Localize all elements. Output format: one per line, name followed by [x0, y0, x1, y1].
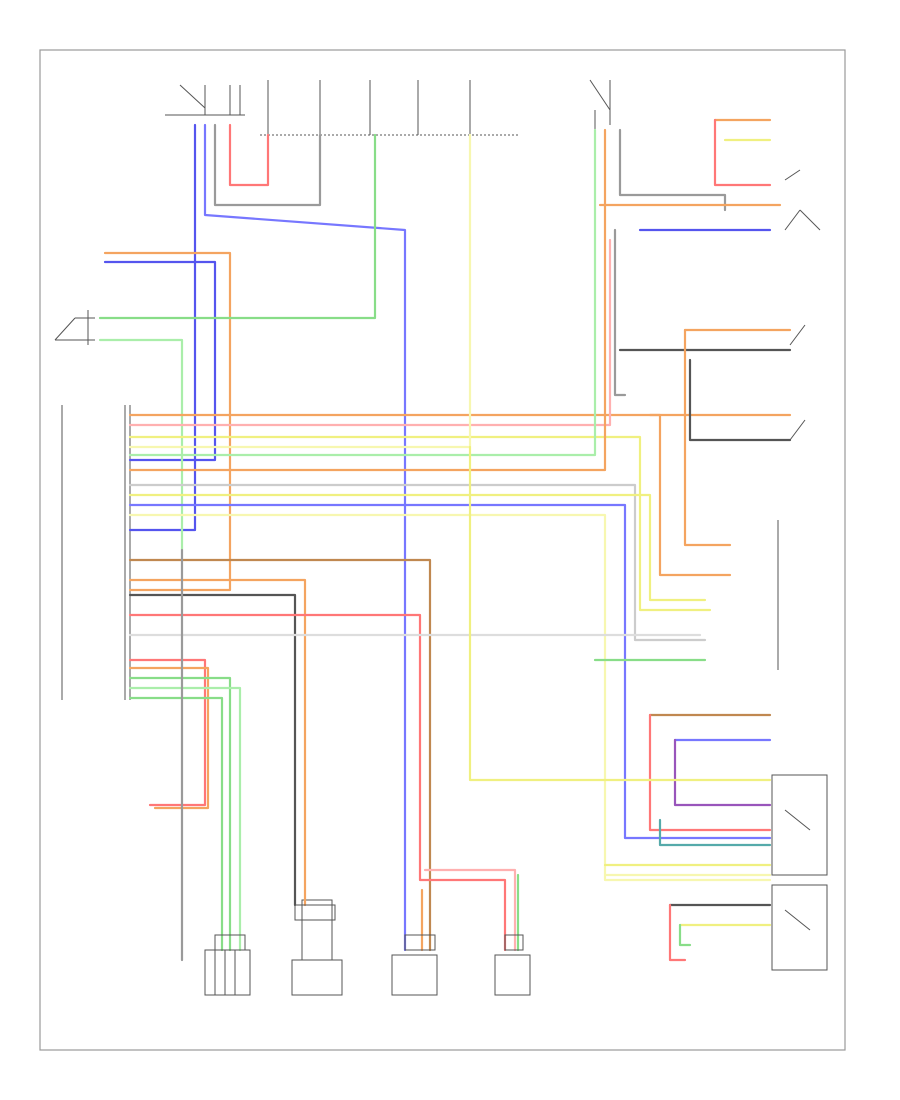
fuse-block [260, 80, 520, 136]
wire-green-sol [678, 923, 692, 947]
wire-yellow-sol [468, 445, 772, 782]
wire-darkgray-right [688, 358, 792, 442]
brake-light-switch [54, 310, 95, 345]
wire-blue-h [128, 503, 772, 840]
wire-orange-h2 [128, 128, 607, 472]
wire-brown-h [128, 558, 432, 952]
wire-teal-sol [658, 818, 772, 847]
brake-switch-right [784, 169, 821, 231]
wire-pink-h [128, 238, 612, 427]
wire-gray-h [128, 483, 707, 642]
wire-gray-ign [213, 123, 322, 207]
cruise-switch-right [789, 324, 806, 441]
wire-orange-left [103, 251, 232, 592]
wire-darkgray-h [128, 593, 297, 907]
pressure-control-solenoid [291, 899, 343, 996]
transmission-control-module [61, 405, 131, 700]
wire-yellow-h3 [128, 493, 707, 602]
wire-orange-right3 [683, 328, 732, 547]
wire-red-right [713, 118, 772, 187]
ignition-switch [165, 84, 245, 116]
wire-lightgreen-brake [98, 338, 184, 552]
cruise-control-module [494, 954, 531, 996]
wire-blue-left [103, 260, 217, 462]
wire-gray-od [618, 128, 727, 212]
shift-solenoids-assembly [771, 774, 828, 971]
wire-green-h [128, 128, 597, 457]
wire-pink-cruise [423, 868, 517, 952]
wire-green-vss1 [128, 676, 232, 952]
wire-purple-sol [673, 738, 772, 807]
wire-yellow-h1 [128, 435, 712, 612]
wire-red-sol2 [668, 903, 687, 962]
wire-orange-h3 [128, 578, 307, 907]
wire-blue-2 [203, 123, 407, 952]
vehicle-speed-sensor [204, 949, 251, 996]
wire-blue-main [128, 123, 197, 532]
wires [98, 118, 792, 962]
overdrive-switch [589, 79, 611, 130]
wire-gray-right2 [613, 228, 627, 397]
engine-control-module [391, 954, 438, 996]
wire-red-sol [648, 713, 772, 832]
wire-lightyellow-h [128, 513, 772, 882]
wire-green-brake [98, 133, 377, 320]
wire-orange-h1 [128, 413, 732, 577]
diagram-frame [39, 49, 846, 1051]
wire-red-vss [128, 658, 207, 807]
wire-red-h [128, 613, 507, 952]
wire-green-vss2 [128, 686, 242, 952]
connector-markers [214, 904, 524, 951]
wire-green-vss3 [128, 696, 224, 952]
wire-red-ign [228, 123, 270, 187]
